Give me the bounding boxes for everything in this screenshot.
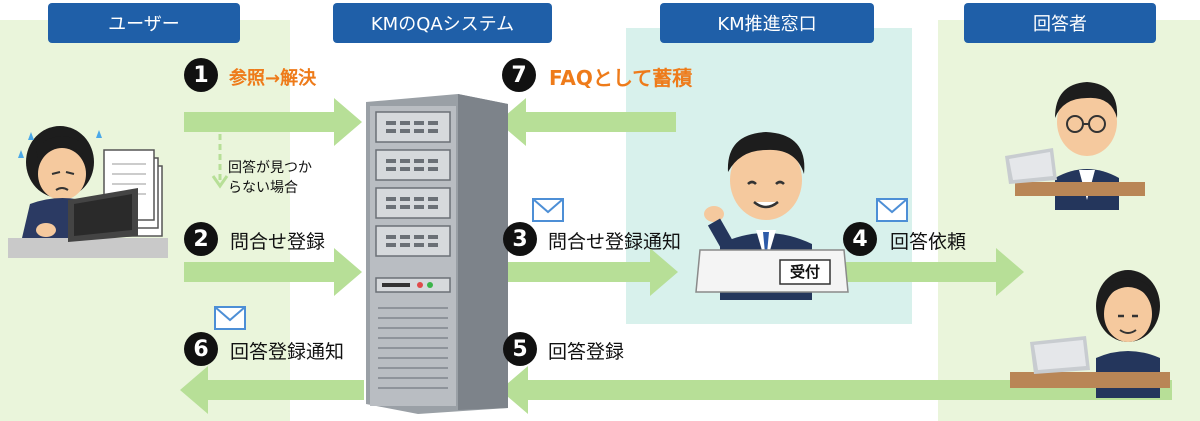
lane-header-answerer: 回答者 xyxy=(964,3,1156,43)
step-number-7: 7 xyxy=(502,58,536,92)
answerer-male-illustration xyxy=(1005,82,1145,210)
not-found-note-line2: らない場合 xyxy=(228,180,298,196)
step-label-2: 問合せ登録 xyxy=(230,231,326,253)
answerer-female-illustration xyxy=(1010,270,1170,398)
mail-icon xyxy=(876,198,908,222)
step-label-5: 回答登録 xyxy=(548,341,625,363)
mail-icon xyxy=(532,198,564,222)
arrow-4-answer-request xyxy=(846,248,1024,296)
reception-desk-sign xyxy=(695,249,849,293)
not-found-note: 回答が見つか らない場合 xyxy=(228,158,312,198)
step-label-1: 参照→解決 xyxy=(229,68,317,89)
arrow-5-answer-register xyxy=(500,366,1172,414)
arrow-2-register-inquiry xyxy=(184,248,362,296)
server-illustration xyxy=(366,94,508,414)
step-number-3: 3 xyxy=(503,222,537,256)
lane-header-user: ユーザー xyxy=(48,3,240,43)
step-number-5: 5 xyxy=(503,332,537,366)
dashed-arrow-not-found xyxy=(211,134,229,189)
step-number-1: 1 xyxy=(184,58,218,92)
mail-icon xyxy=(214,306,246,330)
desk-sign-label: 受付 xyxy=(789,263,820,281)
step-number-2: 2 xyxy=(184,222,218,256)
step-number-4: 4 xyxy=(843,222,877,256)
arrow-7-store-faq xyxy=(498,98,676,146)
not-found-note-line1: 回答が見つか xyxy=(228,160,312,176)
lane-header-system: KMのQAシステム xyxy=(333,3,552,43)
arrow-6-answer-notice xyxy=(180,366,364,414)
step-label-3: 問合せ登録通知 xyxy=(548,231,682,253)
step-label-6: 回答登録通知 xyxy=(230,341,345,363)
arrow-3-inquiry-notice xyxy=(500,248,678,296)
step-label-7: FAQとして蓄積 xyxy=(549,66,693,90)
lane-header-desk: KM推進窓口 xyxy=(660,3,874,43)
worried-user-illustration xyxy=(8,126,168,258)
arrow-1-reference xyxy=(184,98,362,146)
step-number-6: 6 xyxy=(184,332,218,366)
step-label-4: 回答依頼 xyxy=(890,231,967,253)
